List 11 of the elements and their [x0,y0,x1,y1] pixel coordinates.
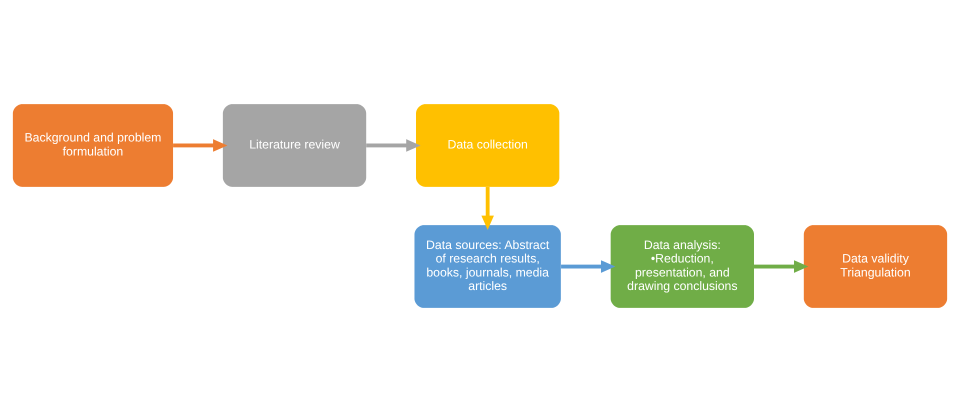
arrow [366,138,421,152]
node-box: Data sources: Abstract of research results, books, journals, media articles [414,224,561,308]
node-box: Data validity Triangulation [804,224,948,308]
node-box: Data collection [416,104,560,186]
arrow [561,260,616,272]
node-box: Literature review [222,104,366,186]
node-box: Data analysis: •Reduction, presentation, and drawing conclusions [610,224,754,308]
arrow [173,138,228,152]
node-box: Background and problem formulation [12,104,174,186]
arrow [754,260,808,272]
arrow [481,186,494,230]
